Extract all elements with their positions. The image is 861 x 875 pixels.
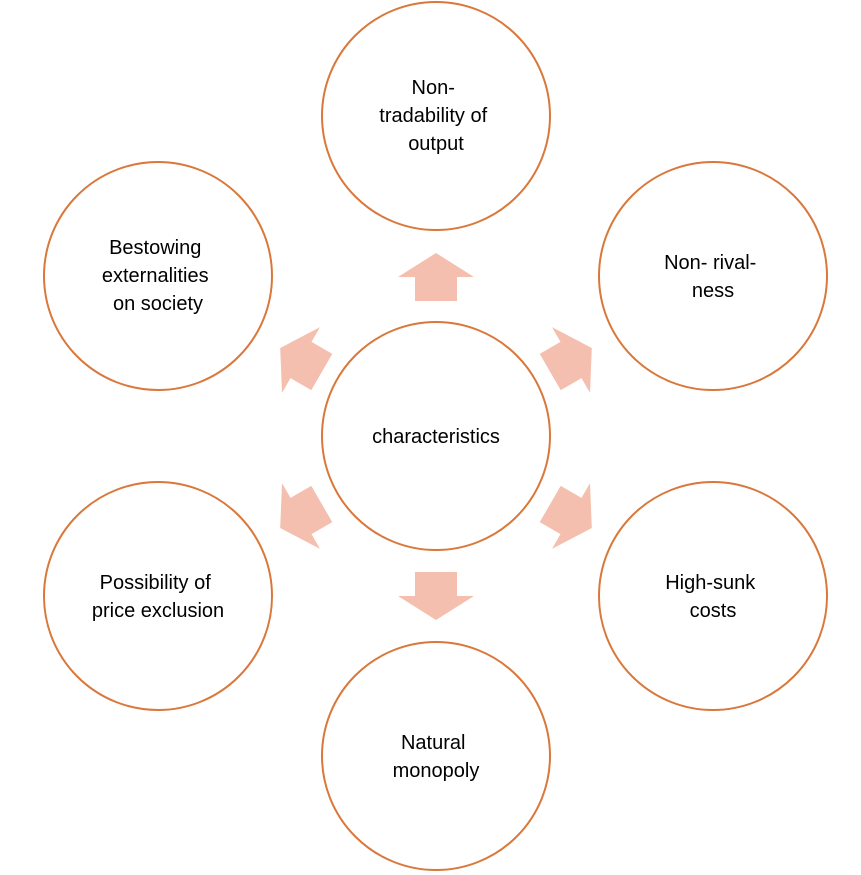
node-top-right-line-2: ness xyxy=(692,280,734,302)
svg-text:Non- tradability of: Non- tradability of output xyxy=(379,77,492,155)
arrow-bottom-icon xyxy=(398,572,474,620)
node-top-right-circle xyxy=(598,161,828,391)
arrow-bottom-right-icon xyxy=(539,483,592,549)
node-top-line-2: tradability of xyxy=(379,105,487,127)
node-top-line-1: Non- xyxy=(412,77,455,99)
node-top-left: Bestowing externalities on society xyxy=(43,161,273,391)
node-bottom: Natural monopoly xyxy=(321,641,551,871)
arrows xyxy=(280,253,592,620)
arrow-top-left-icon xyxy=(280,327,333,393)
svg-text:Non- rival- ness: Non- rival- ness xyxy=(664,252,762,302)
center-node: characteristics xyxy=(321,321,551,551)
svg-text:Natural monopoly: Natural monopoly xyxy=(393,732,480,782)
node-top-circle xyxy=(321,1,551,231)
node-top-left-line-2: externalities xyxy=(102,265,209,287)
arrow-bottom-left-icon xyxy=(280,483,333,549)
node-top: Non- tradability of output xyxy=(321,1,551,231)
svg-text:characteristics: characteristics xyxy=(372,426,500,448)
node-top-line-3: output xyxy=(408,133,464,155)
node-bottom-left-line-1: Possibility of xyxy=(100,572,212,594)
node-top-left-line-1: Bestowing xyxy=(109,237,201,259)
node-bottom-right-line-2: costs xyxy=(690,600,737,622)
node-bottom-right: High-sunk costs xyxy=(598,481,828,711)
svg-text:High-sunk costs: High-sunk costs xyxy=(665,572,761,622)
node-top-right: Non- rival- ness xyxy=(598,161,828,391)
node-bottom-circle xyxy=(321,641,551,871)
node-bottom-left-line-2: price exclusion xyxy=(92,600,224,622)
center-label: characteristics xyxy=(372,426,500,448)
node-bottom-right-line-1: High-sunk xyxy=(665,572,756,594)
svg-text:Possibility of price exc: Possibility of price exclusion xyxy=(92,572,224,622)
arrow-top-right-icon xyxy=(539,327,592,393)
center-circle xyxy=(321,321,551,551)
arrow-top-icon xyxy=(398,253,474,301)
node-bottom-line-1: Natural xyxy=(401,732,465,754)
node-bottom-left-circle xyxy=(43,481,273,711)
node-top-right-line-1: Non- rival- xyxy=(664,252,756,274)
svg-text:Bestowing externalities: Bestowing externalities on society xyxy=(102,237,214,315)
node-top-left-circle xyxy=(43,161,273,391)
node-bottom-right-circle xyxy=(598,481,828,711)
node-bottom-left: Possibility of price exclusion xyxy=(43,481,273,711)
node-top-left-line-3: on society xyxy=(113,293,203,315)
node-bottom-line-2: monopoly xyxy=(393,760,480,782)
